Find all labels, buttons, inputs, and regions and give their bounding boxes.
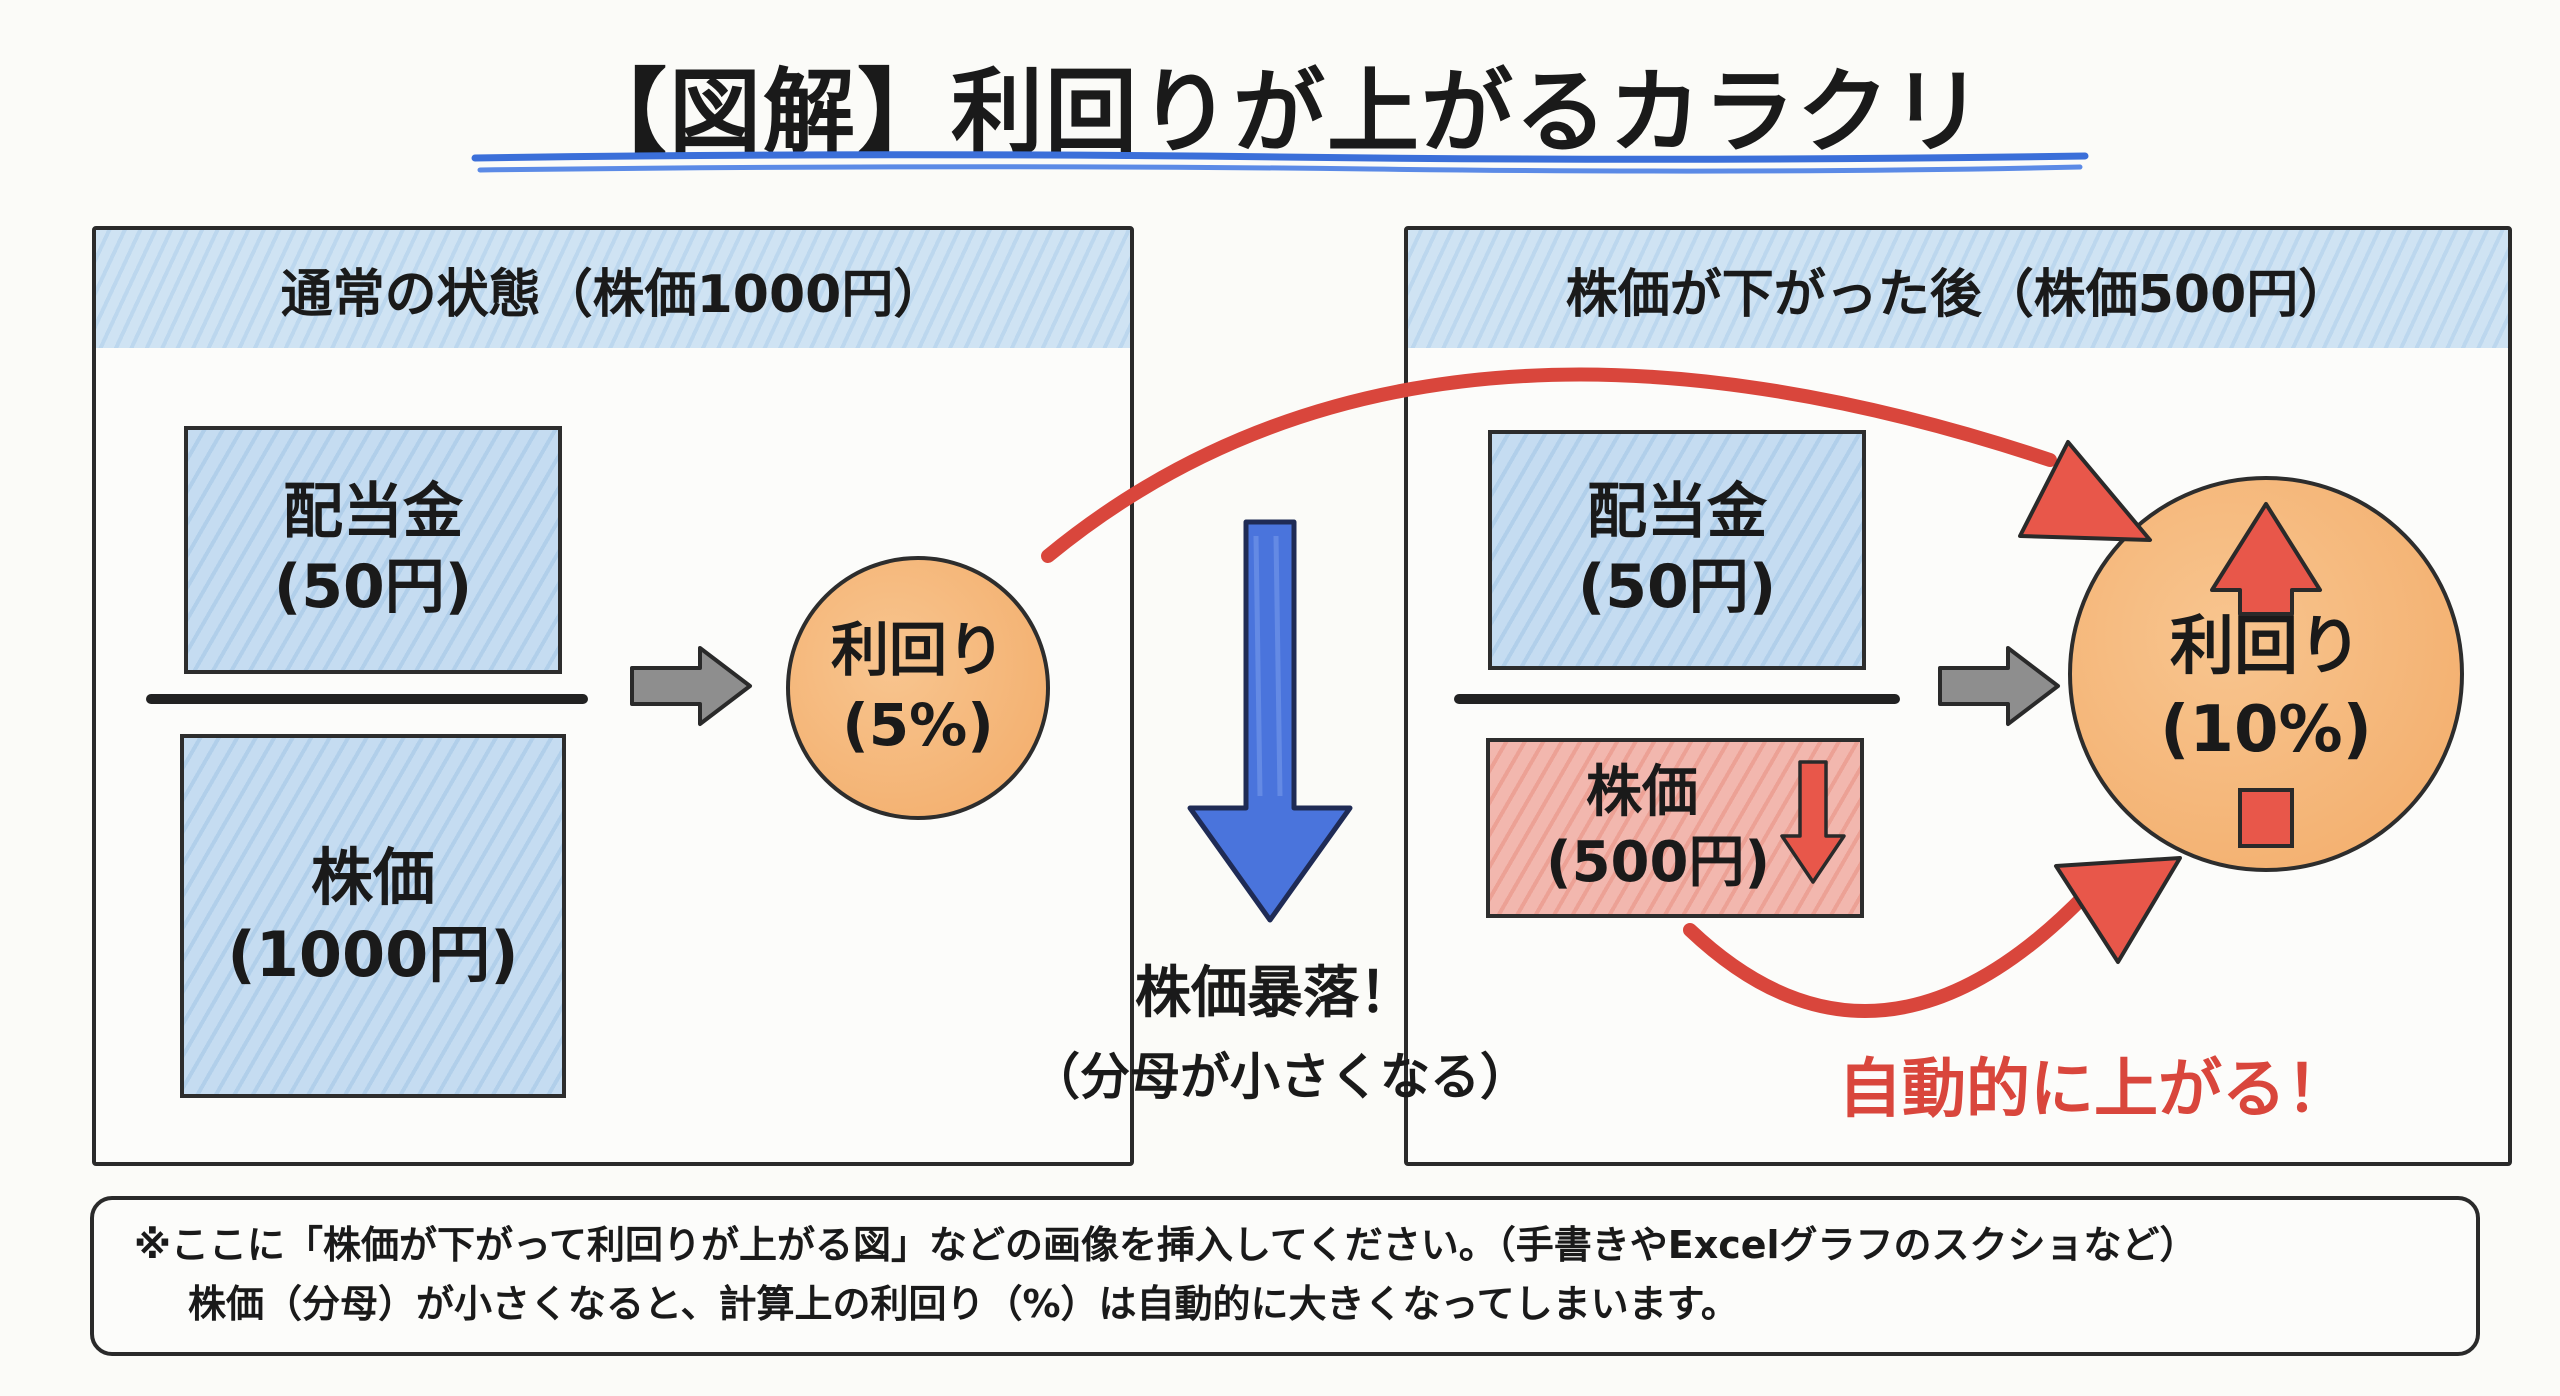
red-up-arrow-icon [2210,502,2322,848]
note-line2: 株価（分母）が小さくなると、計算上の利回り（%）は自動的に大きくなってしまいます… [188,1281,1739,1326]
normal-state-panel: 通常の状態（株価1000円） 配当金 (50円) 株価 (1000円) 利回り … [92,226,1134,1166]
after-drop-header-text: 株価が下がった後（株価500円） [1565,264,2351,325]
auto-rise-text: 自動的に上がる！ [1838,1053,2350,1127]
price-label: 株価 [310,840,435,914]
dividend-value-after: (50円) [1577,552,1777,622]
fraction-line-after [1454,694,1900,704]
crash-line2: （分母が小さくなる） [1030,1048,1530,1106]
blue-down-arrow-icon [1187,519,1353,923]
gray-right-arrow-icon [630,646,752,726]
crash-text: 株価暴落！ （分母が小さくなる） [1030,948,1530,1109]
gray-right-arrow-icon-after [1938,646,2060,726]
normal-state-header-text: 通常の状態（株価1000円） [280,264,946,325]
crash-line1: 株価暴落！ [1135,961,1415,1026]
note-line1: ※ここに「株価が下がって利回りが上がる図」などの画像を挿入してください。（手書き… [134,1223,2198,1267]
yield-label: 利回り [830,615,1005,684]
dividend-value: (50円) [273,552,473,622]
price-value: (1000円) [227,918,519,991]
page-title: 【図解】利回りが上がるカラクリ [574,59,1985,166]
note-box: ※ここに「株価が下がって利回りが上がる図」などの画像を挿入してください。（手書き… [90,1196,2480,1356]
after-drop-header: 株価が下がった後（株価500円） [1408,230,2508,348]
price-box: 株価 (1000円) [180,734,566,1098]
title-underline [471,151,2089,174]
dividend-box-after: 配当金 (50円) [1488,430,1866,670]
normal-state-header: 通常の状態（株価1000円） [96,230,1130,348]
yield-value: (5%) [842,691,994,759]
dividend-label: 配当金 [283,477,463,547]
yield-label-after: 利回り [2170,609,2362,684]
price-value-after: (500円) [1546,830,1771,895]
fraction-line [146,694,588,704]
after-drop-panel: 株価が下がった後（株価500円） 配当金 (50円) 株価 (500円) 利回り… [1404,226,2512,1166]
dividend-box: 配当金 (50円) [184,426,562,674]
yield-value-after: (10%) [2160,693,2372,767]
yield-circle: 利回り (5%) [786,556,1050,820]
dividend-label-after: 配当金 [1587,477,1767,547]
price-label-after: 株価 [1586,760,1698,825]
red-down-arrow-icon [1780,760,1846,884]
